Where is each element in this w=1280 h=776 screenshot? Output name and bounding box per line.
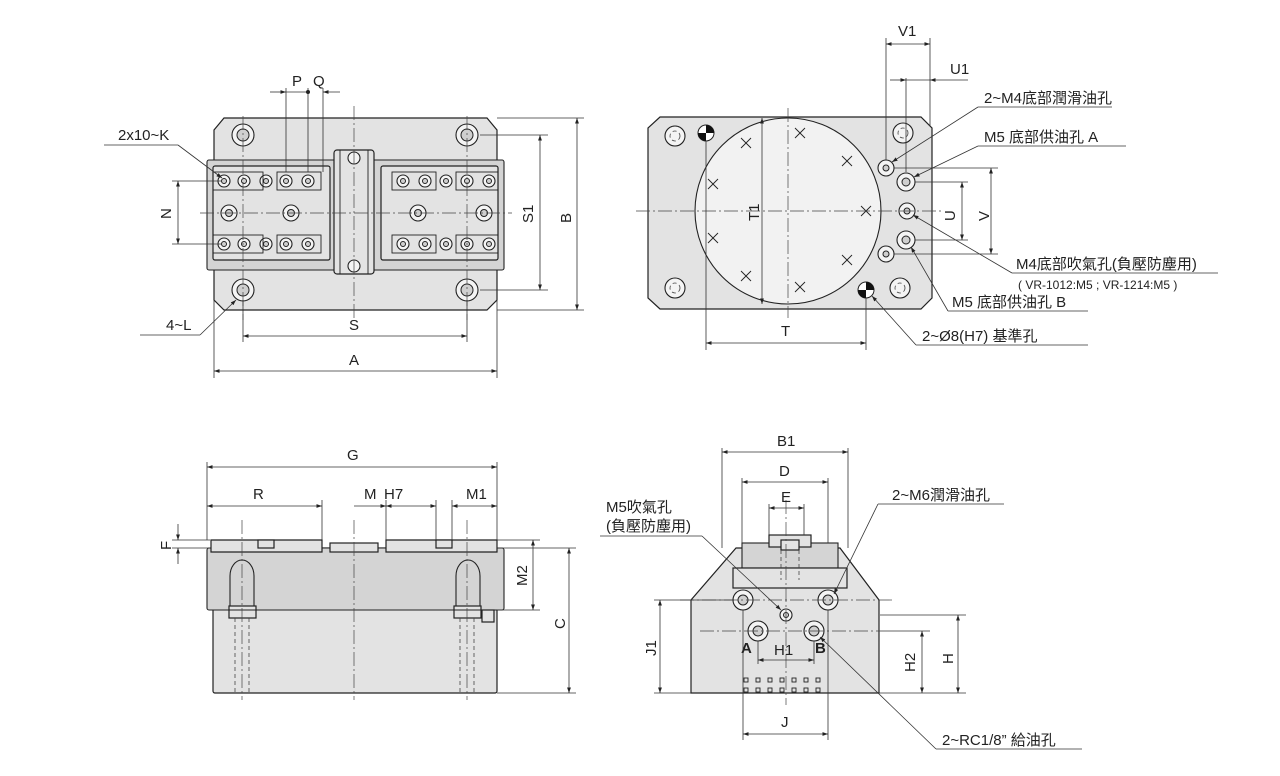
screw-hole [418, 174, 432, 188]
callout-supply-b: M5 底部供油孔 B [952, 294, 1066, 311]
bottom-hole [803, 687, 809, 693]
dim-label-c: C [552, 618, 569, 629]
bottom-hole [755, 687, 761, 693]
callout-lube-m6: 2~M6潤滑油孔 [892, 487, 990, 504]
bottom-hole [755, 677, 761, 683]
dim-label-d: D [779, 463, 790, 480]
bottom-hole [815, 687, 821, 693]
screw-hole [279, 174, 293, 188]
screw-hole [418, 237, 432, 251]
x-mark [740, 270, 752, 282]
bottom-hole [767, 687, 773, 693]
bottom-hole [743, 687, 749, 693]
dim-label-t: T [781, 323, 790, 340]
dim-label-e: E [781, 489, 791, 506]
screw-hole [237, 174, 251, 188]
callout-supply-rc: 2~RC1/8” 給油孔 [942, 732, 1056, 749]
x-mark [707, 178, 719, 190]
dim-label-s: S [349, 317, 359, 334]
dim-label-v: V [976, 211, 993, 221]
port-label-a: A [741, 640, 752, 657]
bottom-hole [803, 677, 809, 683]
dim-label-h2: H2 [902, 653, 919, 672]
bottom-hole-group [743, 677, 821, 693]
screw-hole [301, 237, 315, 251]
callout-lube-m4: 2~M4底部潤滑油孔 [984, 90, 1112, 107]
bottom-view: T1 T V1 U1 U V 2~M4底部潤滑油孔 M5 底部供油孔 A [636, 23, 1218, 350]
screw-hole [482, 237, 496, 251]
dim-label-h1: H1 [774, 642, 793, 659]
bottom-hole [743, 677, 749, 683]
callout-air-m5-line2: (負壓防塵用) [606, 517, 691, 535]
bottom-hole [791, 687, 797, 693]
side-view: A B B1 D E J1 H1 J H2 [600, 433, 1082, 750]
dim-label-m: M [364, 486, 377, 503]
dim-label-s1: S1 [520, 205, 537, 223]
dim-label-n: N [158, 208, 175, 219]
dim-label-t1: T1 [746, 203, 763, 221]
dim-label-f: F [158, 541, 175, 550]
screw-hole [259, 237, 273, 251]
x-mark [841, 254, 853, 266]
screw-hole [439, 237, 453, 251]
dim-label-m2: M2 [514, 565, 531, 586]
dim-label-a: A [349, 352, 359, 369]
dim-label-h: H [940, 653, 957, 664]
dim-label-g: G [347, 447, 359, 464]
reference-mark [857, 281, 875, 299]
dim-label-b1: B1 [777, 433, 795, 450]
dim-label-u1: U1 [950, 61, 969, 78]
dim-label-q: Q [313, 73, 325, 90]
dim-label-r: R [253, 486, 264, 503]
screw-hole [259, 174, 273, 188]
dim-label-m1: M1 [466, 486, 487, 503]
dim-label-b: B [558, 213, 575, 223]
callout-supply-a: M5 底部供油孔 A [984, 129, 1098, 146]
dim-label-p: P [292, 73, 302, 90]
screw-hole [396, 174, 410, 188]
front-view: G R M H7 M1 F M2 C [158, 447, 576, 700]
bottom-hole [791, 677, 797, 683]
x-mark [707, 232, 719, 244]
screw-hole [237, 237, 251, 251]
screw-hole [396, 237, 410, 251]
x-mark [841, 155, 853, 167]
screw-hole [279, 237, 293, 251]
bottom-hole [767, 677, 773, 683]
callout-air-m5-line1: M5吹氣孔 [606, 499, 672, 516]
x-mark [794, 281, 806, 293]
x-mark [740, 137, 752, 149]
port-label-b: B [815, 640, 826, 657]
bottom-hole [815, 677, 821, 683]
callout-air-m4-note: ( VR-1012:M5 ; VR-1214:M5 ) [1018, 278, 1177, 292]
callout-air-m4: M4底部吹氣孔(負壓防塵用) [1016, 255, 1197, 273]
bottom-hole [779, 687, 785, 693]
dim-label-h7: H7 [384, 486, 403, 503]
screw-hole [301, 174, 315, 188]
screw-hole [482, 174, 496, 188]
screw-hole [439, 174, 453, 188]
callout-ref-hole: 2~Ø8(H7) 基準孔 [922, 328, 1037, 345]
callout-k: 2x10~K [118, 127, 169, 144]
bottom-hole [779, 677, 785, 683]
dim-label-j: J [781, 714, 789, 731]
dim-label-j1: J1 [643, 640, 660, 656]
reference-mark [697, 124, 715, 142]
dim-label-u: U [942, 210, 959, 221]
top-view: P Q N S1 B S A 2x10~K 4~L [104, 73, 584, 378]
x-mark [794, 127, 806, 139]
dim-label-v1: V1 [898, 23, 916, 40]
callout-l: 4~L [166, 317, 191, 334]
